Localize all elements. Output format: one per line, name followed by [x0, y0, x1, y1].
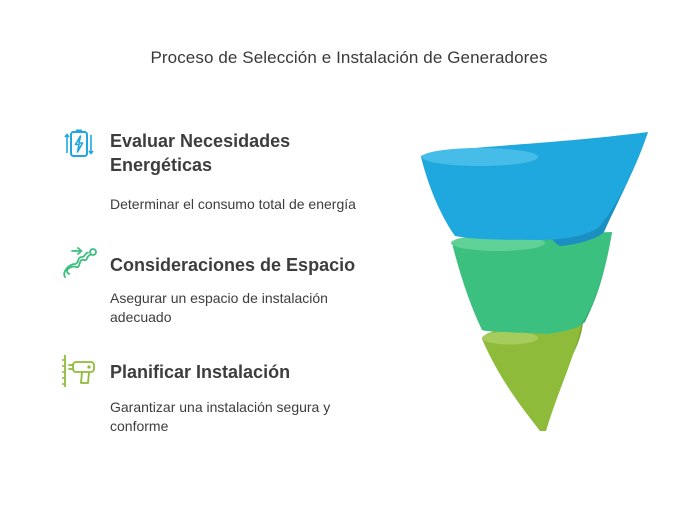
funnel-band-blue [421, 132, 648, 240]
step-heading: Evaluar Necesidades Energéticas [110, 131, 291, 175]
funnel-graphic [421, 132, 648, 431]
funnel-band-green [452, 232, 612, 334]
step-description: Garantizar una instalación segura y conf… [110, 399, 331, 434]
step-heading: Consideraciones de Espacio [110, 255, 356, 275]
step-description: Asegurar un espacio de instalación adecu… [110, 290, 328, 325]
funnel-band-lime [482, 322, 582, 431]
route-path-icon [63, 247, 97, 278]
step-description: Determinar el consumo total de energía [110, 196, 356, 212]
funnel-rim-lime [482, 331, 538, 345]
page-title: Proceso de Selección e Instalación de Ge… [150, 48, 548, 67]
step-heading: Planificar Instalación [110, 362, 291, 382]
drill-icon [62, 355, 95, 387]
funnel-rim-blue [422, 148, 538, 166]
battery-charging-icon [64, 129, 94, 157]
